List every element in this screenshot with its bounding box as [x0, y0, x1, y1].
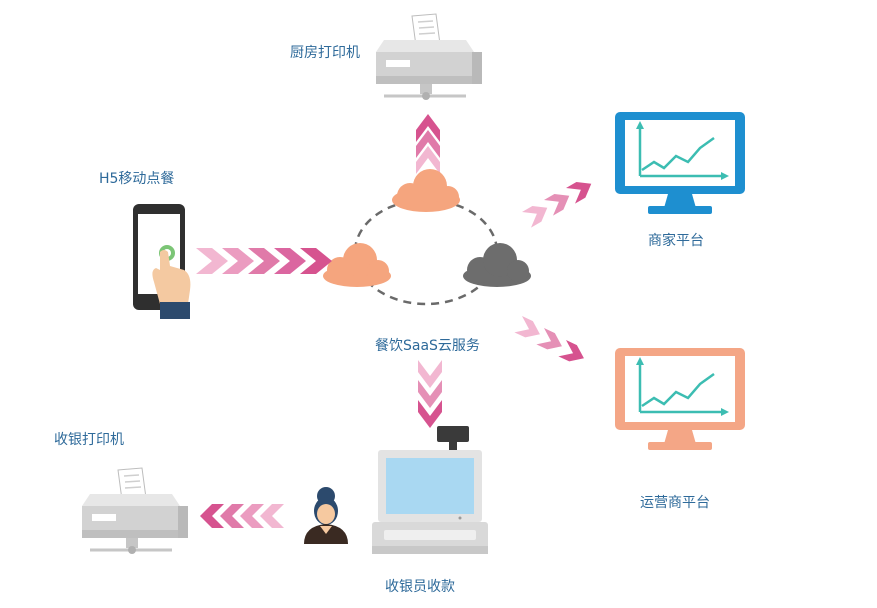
arrow-to-merchant-platform: [522, 182, 592, 228]
cloud-ring: [353, 198, 499, 306]
arrow-phone-to-cloud: [196, 248, 332, 274]
arrow-to-pos: [418, 360, 442, 428]
merchant-platform-label: 商家平台: [648, 233, 704, 249]
cashier-label: 收银员收款: [385, 579, 455, 595]
phone-icon: [133, 204, 191, 319]
cloud-icon: [463, 243, 531, 287]
arrow-to-kitchen-printer: [416, 114, 440, 174]
cashier-person-icon: [304, 487, 348, 544]
h5-order-label: H5移动点餐: [99, 171, 175, 187]
monitor-icon: [615, 112, 745, 214]
cloud-icon: [323, 243, 391, 287]
kitchen-printer-label: 厨房打印机: [290, 45, 360, 61]
cloud-icon: [392, 169, 460, 212]
operator-platform-label: 运营商平台: [640, 495, 710, 511]
cashier-printer-icon: [82, 467, 188, 554]
arrow-to-operator-platform: [514, 316, 584, 362]
cashier-printer-label: 收银打印机: [54, 432, 124, 448]
pos-terminal-icon: [372, 426, 488, 554]
kitchen-printer-icon: [376, 13, 482, 100]
monitor-icon: [615, 348, 745, 450]
arrow-to-cashier-printer: [200, 504, 284, 528]
cloud-service-label: 餐饮SaaS云服务: [375, 338, 480, 354]
